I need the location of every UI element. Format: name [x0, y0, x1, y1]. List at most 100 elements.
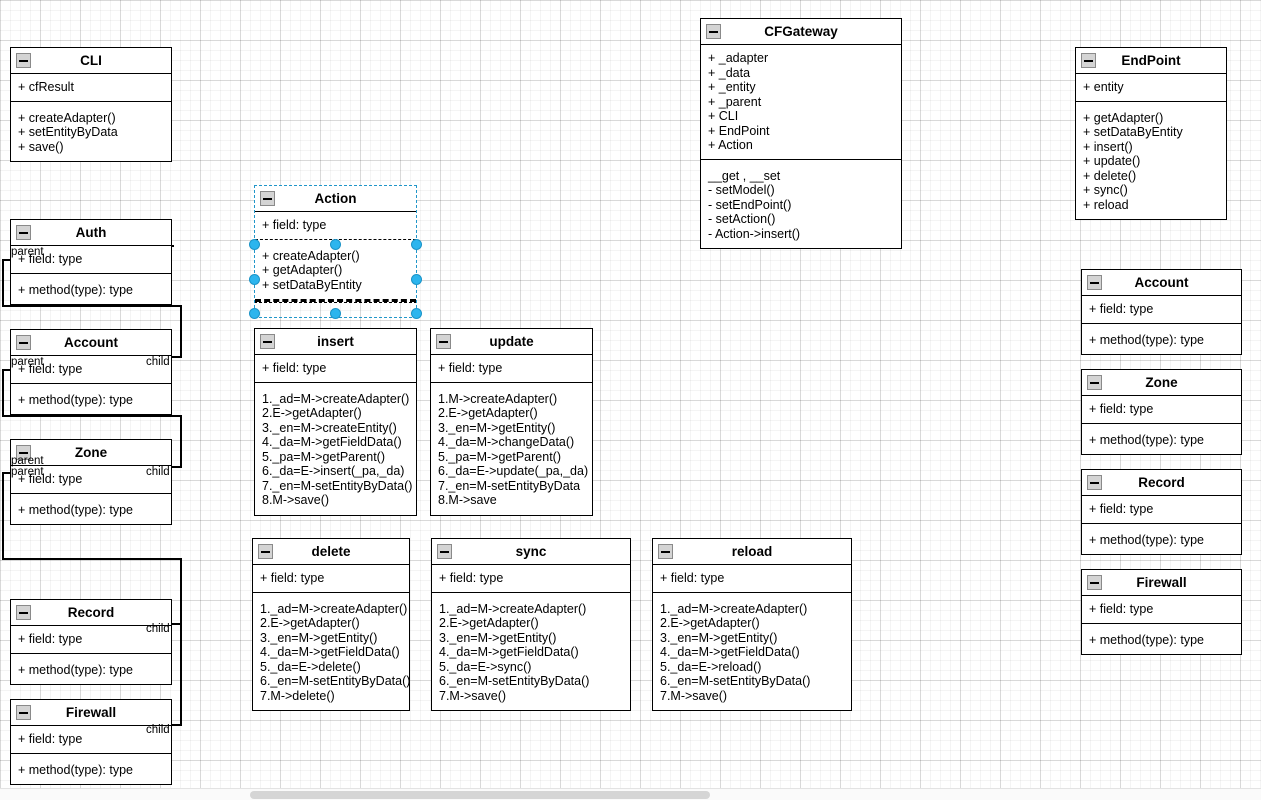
uml-class-title: Action	[314, 191, 357, 206]
connector-auth-bottom	[2, 305, 182, 307]
resize-handle-nw[interactable]	[249, 239, 260, 250]
edge-label-account-child: child	[146, 356, 170, 368]
resize-handle-w[interactable]	[249, 274, 260, 285]
uml-method-row: 7.M->delete()	[260, 688, 335, 703]
uml-class-header-record-right: Record	[1082, 470, 1241, 496]
uml-class-zone-left[interactable]: Zone+ field: type+ method(type): type	[10, 439, 172, 525]
uml-method-row: + method(type): type	[18, 502, 133, 517]
collapse-minus-icon[interactable]	[16, 225, 31, 240]
uml-method-row: 8.M->save	[438, 493, 497, 507]
uml-method-row: + setDataByEntity	[1083, 125, 1183, 139]
resize-handle-se[interactable]	[411, 308, 422, 319]
horizontal-scrollbar[interactable]	[0, 788, 1261, 800]
uml-class-title: Firewall	[65, 705, 117, 720]
uml-methods-compartment: + method(type): type	[11, 754, 171, 785]
uml-method-row: + createAdapter()	[262, 248, 360, 263]
uml-method-row: 1.M->createAdapter()	[438, 391, 558, 406]
resize-handle-sw[interactable]	[249, 308, 260, 319]
uml-class-cli[interactable]: CLI+ cfResult+ createAdapter()+ setEntit…	[10, 47, 172, 162]
uml-method-row: 2.E->getAdapter()	[260, 616, 360, 630]
collapse-minus-icon[interactable]	[436, 334, 451, 349]
uml-methods-compartment: + method(type): type	[1082, 524, 1241, 555]
edge-label-auth-parent: parent	[11, 246, 44, 258]
edge-label-zone-child: child	[146, 466, 170, 478]
uml-method-row: 1._ad=M->createAdapter()	[262, 391, 410, 406]
uml-class-update[interactable]: update + field: type 1.M->createAdapter()2…	[430, 328, 593, 516]
uml-method-row: + method(type): type	[1089, 432, 1204, 447]
uml-method-row: - setEndPoint()	[708, 197, 792, 212]
collapse-minus-icon[interactable]	[1087, 275, 1102, 290]
collapse-minus-icon[interactable]	[1087, 375, 1102, 390]
uml-class-title: Auth	[75, 225, 107, 240]
collapse-minus-icon[interactable]	[16, 445, 31, 460]
collapse-minus-icon[interactable]	[16, 53, 31, 68]
collapse-minus-icon[interactable]	[260, 334, 275, 349]
uml-method-row: 6._da=E->update(_pa,_da)	[438, 464, 589, 478]
uml-method-row: + setDataByEntity	[262, 277, 362, 292]
uml-class-account-right[interactable]: Account+ field: type+ method(type): type	[1081, 269, 1242, 355]
connector-firewall-to-right	[168, 724, 182, 726]
uml-class-zone-right[interactable]: Zone+ field: type+ method(type): type	[1081, 369, 1242, 455]
uml-methods-compartment: + getAdapter()+ setDataByEntity+ insert(…	[1076, 102, 1226, 220]
uml-method-row: 2.E->getAdapter()	[438, 406, 538, 420]
resize-handle-ne[interactable]	[411, 239, 422, 250]
uml-methods-compartment: + method(type): type	[11, 274, 171, 305]
resize-handle-s[interactable]	[330, 308, 341, 319]
uml-method-row: 4._da=M->getFieldData()	[262, 435, 402, 449]
collapse-minus-icon[interactable]	[16, 335, 31, 350]
collapse-minus-icon[interactable]	[1087, 575, 1102, 590]
collapse-minus-icon[interactable]	[658, 544, 673, 559]
uml-methods-compartment: 1._ad=M->createAdapter()2.E->getAdapter(…	[432, 593, 630, 711]
uml-attributes-compartment: + field: type	[255, 212, 416, 240]
uml-method-row: + delete()	[1083, 168, 1137, 183]
uml-methods-compartment: + method(type): type	[1082, 324, 1241, 355]
collapse-minus-icon[interactable]	[16, 705, 31, 720]
uml-method-row: + method(type): type	[18, 282, 133, 297]
edge-label-zone-parent-1: parent	[11, 455, 44, 467]
horizontal-scrollbar-thumb[interactable]	[250, 791, 710, 799]
uml-class-auth[interactable]: Auth+ field: type+ method(type): type	[10, 219, 172, 305]
uml-class-record-left[interactable]: Record+ field: type+ method(type): type	[10, 599, 172, 685]
uml-class-title: update	[489, 334, 534, 349]
uml-methods-compartment: + method(type): type	[11, 654, 171, 685]
collapse-minus-icon[interactable]	[437, 544, 452, 559]
uml-class-title: Record	[1138, 475, 1185, 490]
uml-class-header-cfgateway: CFGateway	[701, 19, 901, 45]
uml-method-row: 7._en=M-setEntityByData()	[262, 478, 413, 493]
uml-method-row: 3._en=M->getEntity()	[260, 630, 378, 645]
uml-method-row: 8.M->save()	[262, 493, 330, 507]
uml-methods-compartment: __get , __set- setModel()- setEndPoint()…	[701, 160, 901, 249]
uml-method-row: 4._da=M->getFieldData()	[439, 645, 579, 659]
uml-attribute-row: + Action	[708, 138, 753, 152]
collapse-minus-icon[interactable]	[16, 605, 31, 620]
uml-class-firewall-left[interactable]: Firewall+ field: type+ method(type): typ…	[10, 699, 172, 785]
collapse-minus-icon[interactable]	[1081, 53, 1096, 68]
uml-methods-compartment: + createAdapter()+ getAdapter()+ setData…	[255, 240, 416, 302]
uml-class-firewall-right[interactable]: Firewall+ field: type+ method(type): typ…	[1081, 569, 1242, 655]
uml-class-header-endpoint: EndPoint	[1076, 48, 1226, 74]
uml-attributes-compartment: + field: type	[431, 355, 592, 383]
collapse-minus-icon[interactable]	[1087, 475, 1102, 490]
edge-label-zone-parent-2: parent	[11, 466, 44, 478]
uml-attribute-row: + field: type	[262, 361, 327, 375]
collapse-minus-icon[interactable]	[258, 544, 273, 559]
uml-attribute-row: + field: type	[18, 362, 83, 376]
resize-handle-e[interactable]	[411, 274, 422, 285]
uml-class-endpoint[interactable]: EndPoint+ entity+ getAdapter()+ setDataB…	[1075, 47, 1227, 220]
uml-methods-compartment: 1._ad=M->createAdapter()2.E->getAdapter(…	[253, 593, 410, 711]
uml-method-row: 2.E->getAdapter()	[439, 616, 539, 630]
uml-class-cfgateway[interactable]: CFGateway+ _adapter+ _data+ _entity+ _pa…	[700, 18, 902, 249]
uml-class-record-right[interactable]: Record+ field: type+ method(type): type	[1081, 469, 1242, 555]
collapse-minus-icon[interactable]	[706, 24, 721, 39]
uml-methods-compartment: + method(type): type	[11, 384, 171, 415]
collapse-minus-icon[interactable]	[260, 191, 275, 206]
uml-class-account-left[interactable]: Account+ field: type+ method(type): type	[10, 329, 172, 415]
uml-class-header-cli: CLI	[11, 48, 171, 74]
connector-zone-left-v1	[2, 472, 4, 560]
resize-handle-n[interactable]	[330, 239, 341, 250]
